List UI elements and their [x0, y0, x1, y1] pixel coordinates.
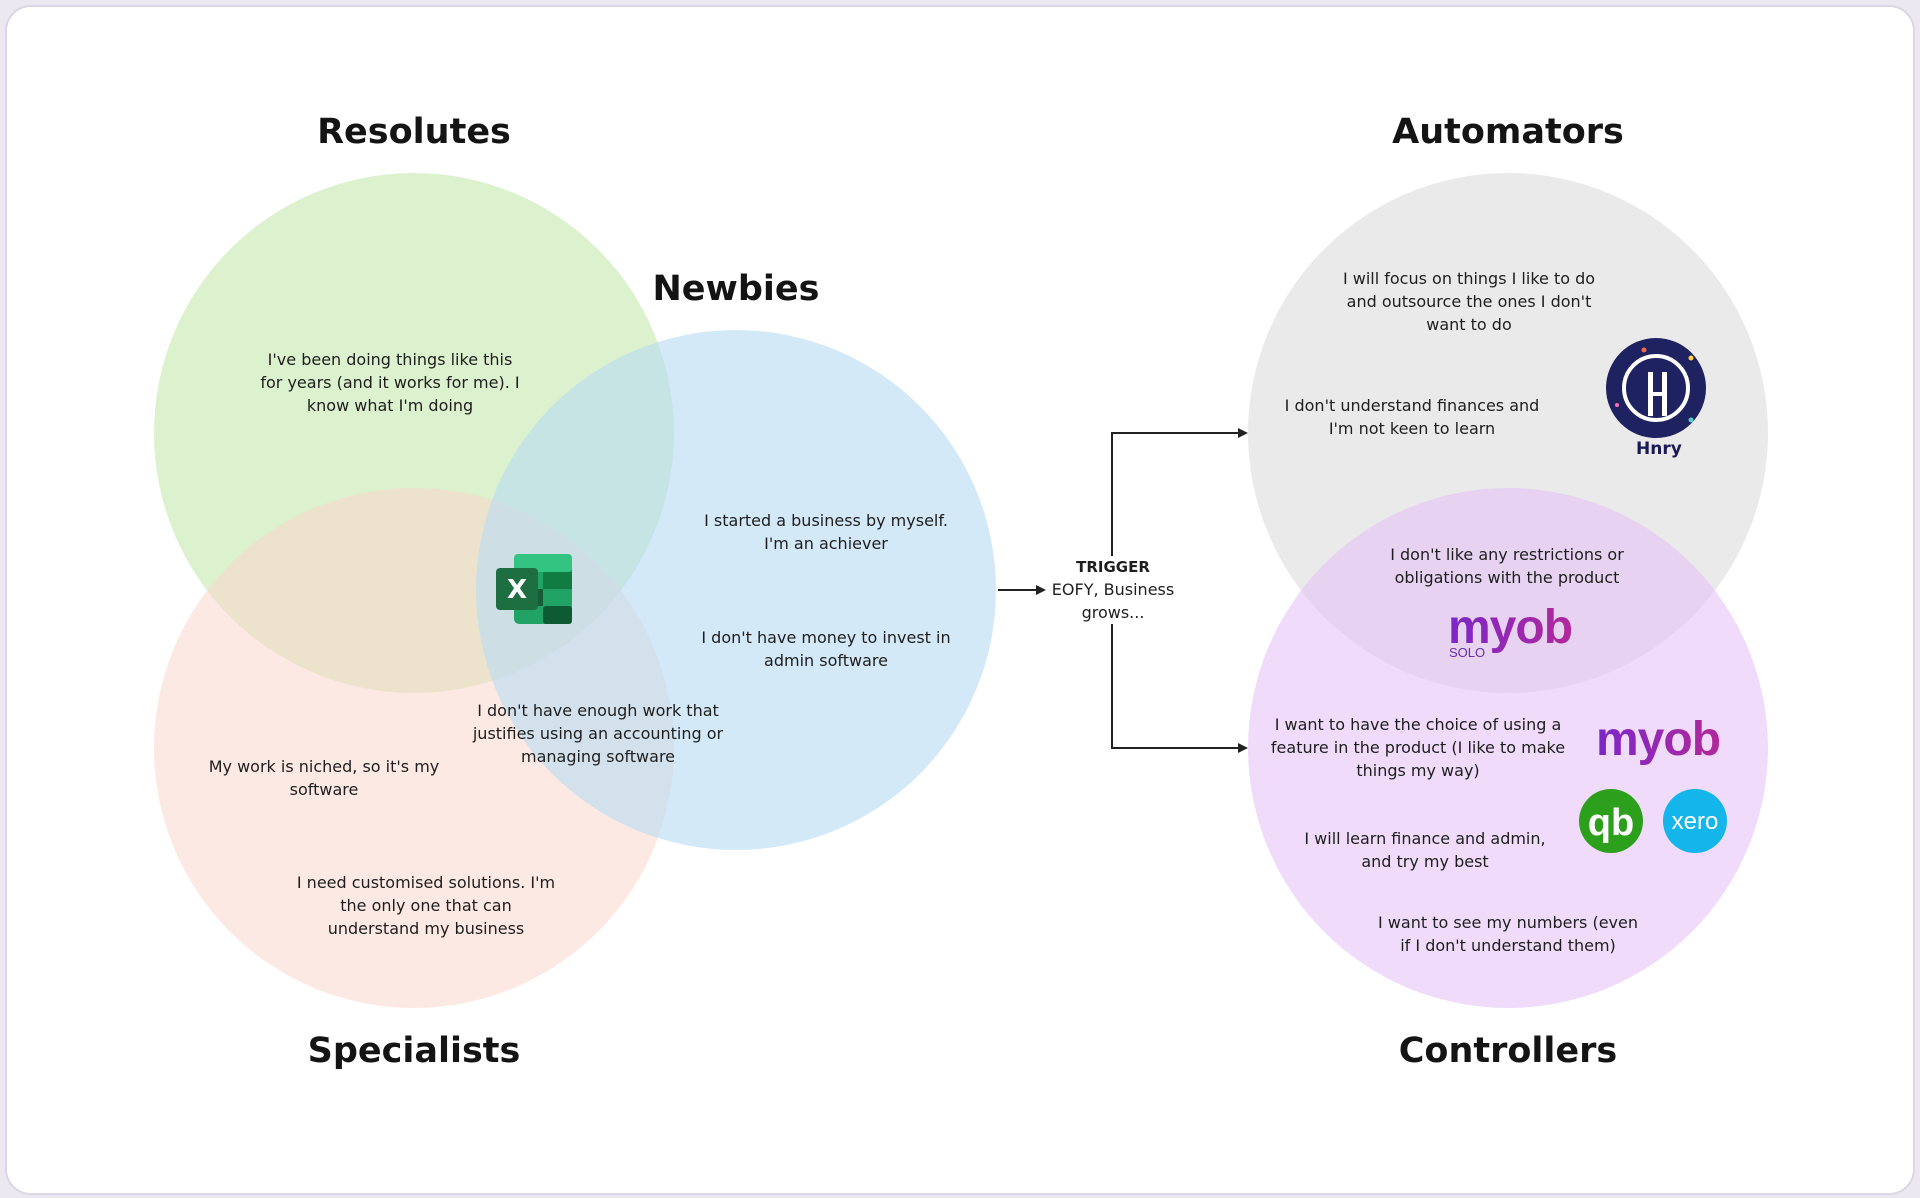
note-newbies-achiever: I started a business by myself. I'm an a… [704, 511, 948, 553]
note-newbies-money: I don't have money to invest in admin so… [701, 628, 951, 670]
svg-text:X: X [507, 575, 527, 605]
circle-controllers [1248, 488, 1768, 1008]
note-controllers-learn: I will learn finance and admin, and try … [1304, 829, 1546, 871]
hnry-icon [1606, 338, 1706, 438]
note-automators-finances: I don't understand finances and I'm not … [1284, 396, 1540, 438]
note-overlap-work: I don't have enough work that justifies … [472, 701, 724, 766]
excel-icon: X [496, 554, 572, 624]
title-newbies: Newbies [652, 269, 820, 309]
trigger-label: TRIGGER [1076, 558, 1150, 576]
title-automators: Automators [1392, 112, 1624, 152]
svg-text:qb: qb [1588, 802, 1634, 844]
trigger-text: EOFY, Business grows... [1051, 580, 1175, 622]
circle-newbies [476, 330, 996, 850]
note-resolutes: I've been doing things like this for yea… [260, 350, 520, 415]
note-specialists-niched: My work is niched, so it's my software [208, 757, 440, 799]
hnry-label: Hnry [1636, 439, 1682, 459]
note-specialists-customised: I need customised solutions. I'm the onl… [296, 873, 556, 938]
note-automators-outsource: I will focus on things I like to do and … [1342, 269, 1596, 334]
title-controllers: Controllers [1398, 1031, 1618, 1071]
note-shared-restrictions: I don't like any restrictions or obligat… [1390, 545, 1624, 587]
myob-solo-logo: myob [1448, 601, 1573, 654]
quickbooks-icon: qb [1579, 789, 1643, 853]
trigger-arrows [998, 428, 1248, 753]
svg-text:xero: xero [1672, 808, 1719, 835]
xero-icon: xero [1663, 789, 1727, 853]
myob-solo-sublabel: SOLO [1449, 645, 1486, 660]
title-specialists: Specialists [307, 1031, 521, 1071]
title-resolutes: Resolutes [317, 112, 511, 152]
myob-logo: myob [1596, 713, 1721, 766]
note-controllers-choice: I want to have the choice of using a fea… [1270, 715, 1566, 780]
note-controllers-numbers: I want to see my numbers (even if I don'… [1378, 913, 1638, 955]
